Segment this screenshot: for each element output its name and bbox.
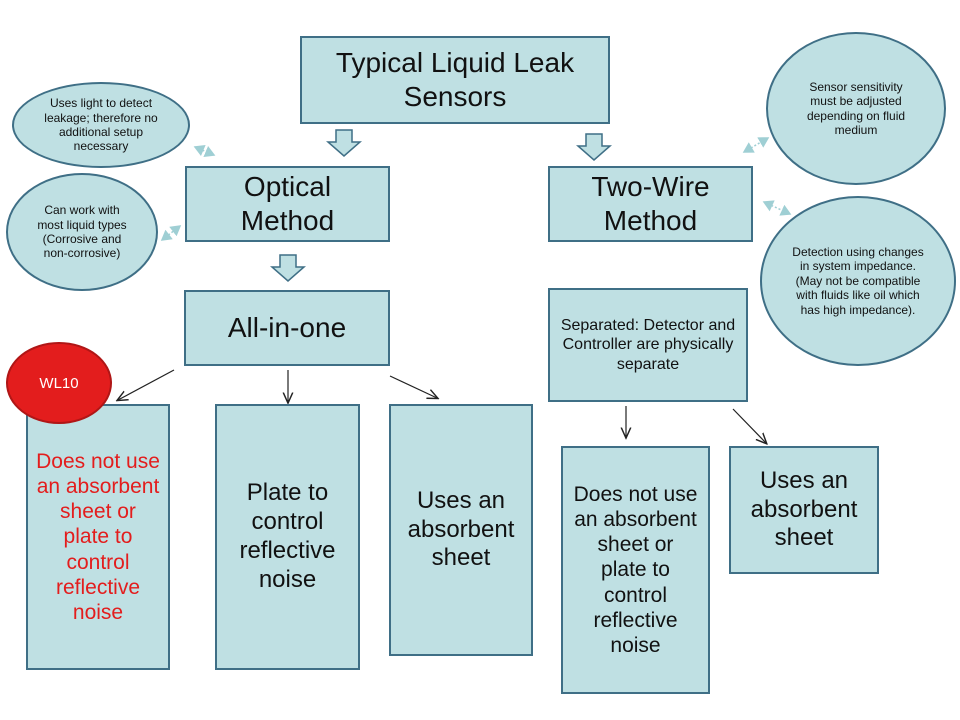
block-arrow-optical-to-allinone [270,254,306,282]
note-uses-light: Uses light to detect leakage; therefore … [12,82,190,168]
note-connector-sensitivity [742,137,770,153]
block-arrow-title-to-twowire [576,133,612,161]
note-connector-light [193,144,216,158]
note-connector-impedance [762,200,792,216]
two-wire-child-no-sheet: Does not use an absorbent sheet or plate… [561,446,710,694]
title-box: Typical Liquid Leak Sensors [300,36,610,124]
note-impedance: Detection using changes in system impeda… [760,196,956,366]
arrow-allinone-to-child-1 [118,369,175,400]
optical-child-plate: Plate to control reflective noise [215,404,360,670]
note-connector-liquids [160,225,182,241]
separated-label: Separated: Detector and Controller are p… [560,317,736,373]
optical-method-box: Optical Method [185,166,390,242]
optical-method-label: Optical Method [240,171,335,236]
all-in-one-label: All-in-one [227,312,347,344]
diagram-title: Typical Liquid Leak Sensors [335,47,575,112]
two-wire-method-label: Two-Wire Method [591,171,710,236]
note-liquid-types: Can work with most liquid types (Corrosi… [6,173,158,291]
arrow-allinone-to-child-3 [389,375,437,398]
all-in-one-box: All-in-one [184,290,390,366]
two-wire-method-box: Two-Wire Method [548,166,753,242]
two-wire-child-absorbent: Uses an absorbent sheet [729,446,879,574]
optical-child-absorbent: Uses an absorbent sheet [389,404,533,656]
optical-child-no-sheet: Does not use an absorbent sheet or plate… [26,404,170,670]
separated-box: Separated: Detector and Controller are p… [548,288,748,402]
note-sensitivity: Sensor sensitivity must be adjusted depe… [766,32,946,185]
block-arrow-title-to-optical [326,129,362,157]
wl10-badge: WL10 [6,342,112,424]
arrow-separated-to-child-2 [732,408,766,443]
